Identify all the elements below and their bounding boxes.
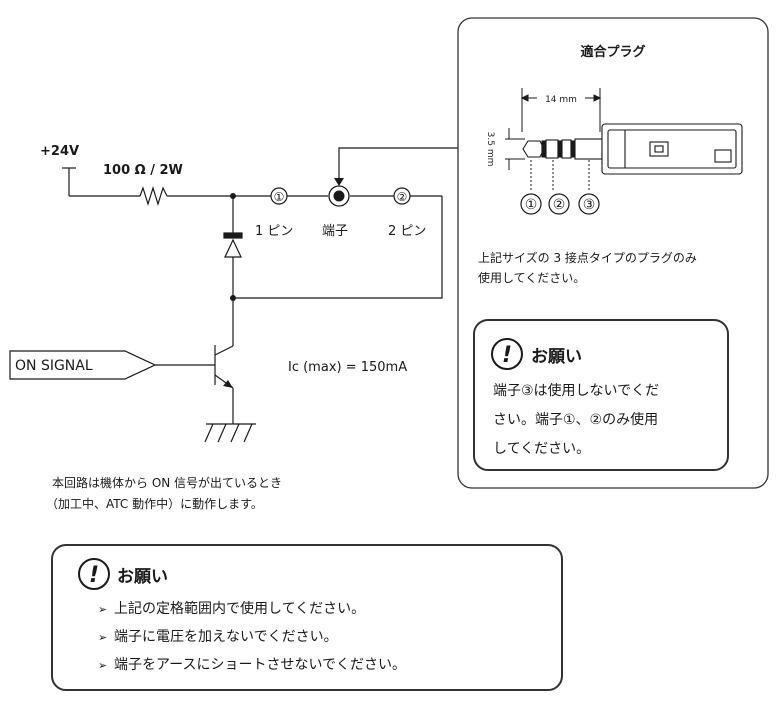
svg-text:!: ! — [502, 343, 512, 368]
pin1-number: ① — [274, 190, 285, 204]
plug-notice-line1: 端子③は使用しないでくだ — [493, 382, 659, 399]
plug-drawing — [522, 123, 743, 175]
plug-desc-line1: 上記サイズの 3 接点タイプのプラグのみ — [478, 250, 697, 265]
note-line2: （加工中、ATC 動作中）に動作します。 — [46, 496, 263, 511]
pin2-marker — [393, 187, 411, 205]
contact3-marker — [578, 193, 600, 215]
plug-notice-title: お願い — [531, 347, 582, 367]
contact1-number: ① — [525, 197, 538, 213]
diode-symbol — [223, 232, 243, 258]
bottom-notice-item: 上記の定格範囲内で使用してください。 — [114, 600, 365, 617]
contact1-marker — [520, 193, 542, 215]
resistor-label: 100 Ω / 2W — [103, 163, 183, 178]
wire-return — [233, 196, 443, 299]
length-dim-label: 14 mm — [545, 95, 577, 105]
diameter-dim-label: 3.5 mm — [485, 132, 495, 167]
bullet-arrow-icon: ➢ — [98, 631, 107, 644]
plug-panel-title: 適合プラグ — [580, 44, 645, 60]
pin1-marker — [270, 187, 288, 205]
node-dot — [230, 193, 236, 199]
ic-rating-label: Ic (max) = 150mA — [288, 360, 407, 375]
svg-text:!: ! — [89, 563, 99, 588]
signal-label: ON SIGNAL — [15, 358, 93, 374]
plug-notice-line2: さい。端子①、②のみ使用 — [493, 411, 658, 428]
contact2-marker — [548, 193, 570, 215]
pin2-label: 2 ピン — [388, 224, 426, 239]
signal-input-box — [9, 350, 157, 380]
bottom-notice-item: 端子に電圧を加えないでください。 — [114, 629, 338, 645]
bottom-notice-item: 端子をアースにショートさせないでください。 — [114, 657, 406, 673]
contact-leaders — [530, 160, 590, 192]
bottom-notice-title: お願い — [117, 567, 168, 587]
node-dot — [230, 295, 236, 301]
bullet-arrow-icon: ➢ — [98, 603, 107, 616]
note-line1: 本回路は機体から ON 信号が出ているとき — [52, 475, 282, 490]
pin2-number: ② — [397, 190, 408, 204]
jack-terminal-icon — [328, 185, 350, 207]
ground-icon — [204, 423, 256, 443]
caution-icon: ! — [78, 558, 110, 590]
diameter-dimension — [505, 128, 525, 170]
length-dimension — [520, 88, 602, 132]
terminal-label: 端子 — [322, 224, 348, 239]
caution-icon: ! — [491, 338, 523, 370]
contact3-number: ③ — [583, 197, 596, 213]
arrow-head-icon — [334, 178, 344, 186]
wire-to-plug — [338, 147, 496, 182]
resistor-symbol — [139, 185, 168, 207]
pin1-label: 1 ピン — [255, 224, 293, 239]
bottom-notice-box — [51, 544, 563, 691]
bullet-arrow-icon: ➢ — [98, 659, 107, 672]
plug-notice-box — [473, 319, 729, 471]
supply-label: +24V — [40, 144, 79, 159]
supply-terminal-symbol — [62, 167, 76, 196]
plug-desc-line2: 使用してください。 — [478, 270, 585, 285]
transistor-symbol — [155, 345, 234, 424]
contact2-number: ② — [553, 197, 566, 213]
plug-notice-line3: してください。 — [493, 441, 590, 457]
